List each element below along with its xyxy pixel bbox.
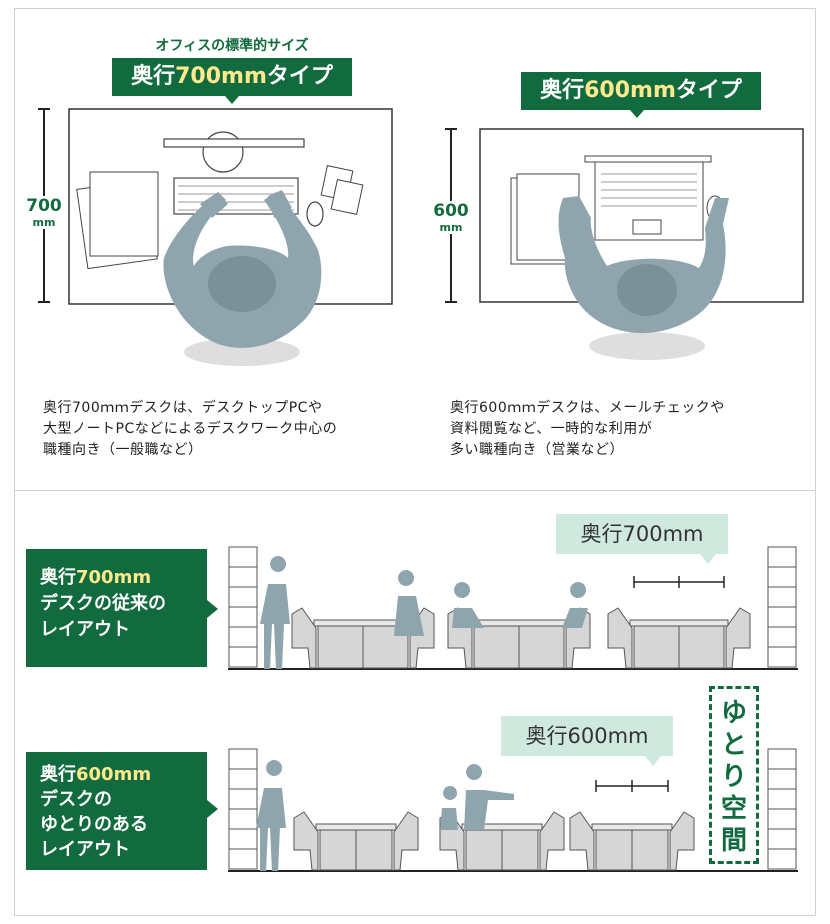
dimension-label-600: 600 mm [428,201,474,234]
desk-group-1 [293,811,419,871]
description-700: 奥行700ｍｍデスクは、デスクトップPCや 大型ノートPCなどによるデスクワーク… [43,400,338,458]
document-paper [89,171,159,257]
dimension-marker-700 [633,576,725,588]
monitor [163,138,305,148]
dimension-value-700: 700 [26,196,62,216]
mouse [306,201,324,227]
chair-shadow [589,332,705,360]
badge-600-tail [630,110,644,118]
desk-group-3 [569,811,695,871]
badge-700-tail [225,96,239,104]
layout-600-highlight: 600mm [76,764,152,785]
head [208,256,276,312]
badge-700-suffix: タイプ [266,64,333,89]
layout-700-prefix: 奥行 [40,567,76,588]
desk-700-illustration [68,108,393,366]
dimension-value-600: 600 [433,201,469,221]
bubble-700-tail [700,554,716,564]
office-layout-600 [228,748,798,872]
dimension-unit-600: mm [439,221,463,234]
bubble-700: 奥行700mm [556,514,728,554]
standard-size-subtitle: オフィスの標準的サイズ [155,38,309,54]
dimension-unit-700: mm [32,216,56,229]
spare-space-char: 間 [720,826,747,856]
dimension-label-700: 700 mm [21,196,67,229]
desk-group-2 [439,811,565,871]
description-600: 奥行600ｍｍデスクは、メールチェックや 資料閲覧など、一時的な利用が 多い職種… [450,400,725,458]
layout-700-rest: デスクの従来の レイアウト [40,593,166,640]
spare-space-char: ゆ [720,698,747,728]
badge-600-highlight: 600mm [584,78,676,103]
layout-label-700: 奥行700mm デスクの従来の レイアウト [26,549,207,667]
layout-700-highlight: 700mm [76,567,152,588]
badge-700-highlight: 700mm [175,64,267,89]
desk-group-3 [607,607,751,669]
cabinet-left [228,748,258,870]
bubble-600: 奥行600mm [501,716,673,756]
layout-600-rest: デスクの ゆとりのある レイアウト [40,789,148,860]
spare-space-char: り [720,762,747,792]
laptop-screen [584,155,712,163]
badge-600: 奥行600mmタイプ [521,72,761,110]
office-layout-700 [228,546,798,670]
cabinet-right [767,748,797,870]
section-divider [15,490,815,491]
badge-600-prefix: 奥行 [540,78,585,103]
memo-paper [330,179,364,215]
layout-600-prefix: 奥行 [40,764,76,785]
badge-700-prefix: 奥行 [131,64,176,89]
layout-label-600: 奥行600mm デスクの ゆとりのある レイアウト [26,752,207,870]
person-pointing [464,764,514,830]
cabinet-left [228,546,258,668]
hand-left [200,192,228,218]
standing-person [260,556,290,669]
person-seated [452,582,484,628]
bubble-600-tail [645,756,661,766]
person-walking [394,570,424,636]
layout-label-700-tail [207,600,218,618]
hand-right [268,190,292,218]
head [617,264,677,316]
badge-700: 奥行700mmタイプ [112,58,352,96]
layout-label-600-tail [207,800,218,818]
cabinet-right [767,546,797,668]
desk-600-illustration [479,128,804,360]
dimension-marker-600 [595,780,669,792]
badge-600-suffix: タイプ [675,78,742,103]
person-seated [440,786,458,830]
spare-space-char: 空 [720,794,747,824]
frame [14,8,816,916]
chair-shadow [184,338,300,366]
touchpad [632,219,662,235]
monitor-stand [202,131,244,173]
spare-space-char: と [720,730,747,760]
spare-space-label: ゆ と り 空 間 [709,686,759,864]
standing-person [256,760,286,871]
person-seated [562,582,588,628]
